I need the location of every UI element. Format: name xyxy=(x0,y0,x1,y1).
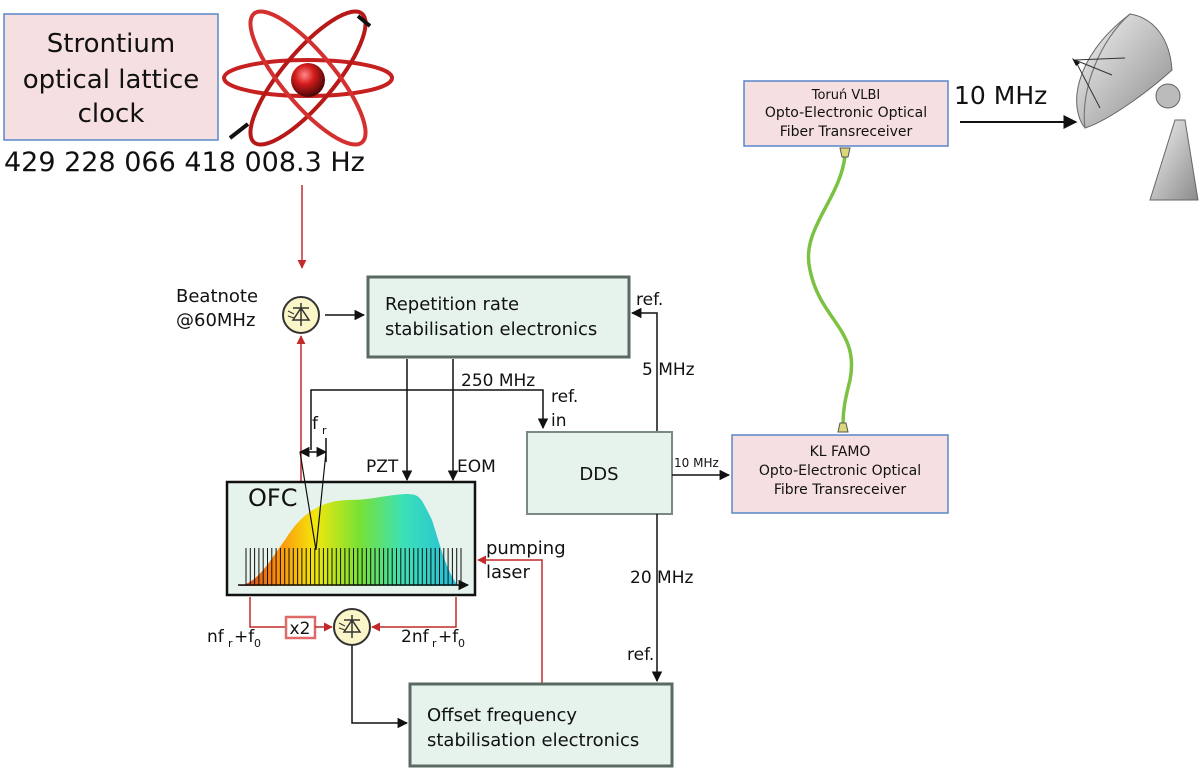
nfr-f0-label: nf r +f 0 xyxy=(207,627,261,650)
x2-doubler-box: x2 xyxy=(284,615,317,640)
ten-mhz-big-label: 10 MHz xyxy=(954,81,1047,110)
clock-frequency: 429 228 066 418 008.3 Hz xyxy=(4,147,365,178)
x2-label: x2 xyxy=(290,619,311,639)
dds-label: DDS xyxy=(579,464,618,485)
reprate-stabilisation-box: Repetition rate stabilisation electronic… xyxy=(366,275,631,359)
fiber-connector-bottom-icon xyxy=(837,422,849,433)
svg-text:2nf: 2nf xyxy=(401,627,430,647)
famo-label-line1: KL FAMO xyxy=(810,444,871,460)
laser-label: laser xyxy=(486,562,530,583)
torun-label-line3: Fiber Transreceiver xyxy=(780,124,913,140)
twenty-mhz-label: 20 MHz xyxy=(630,568,693,588)
torun-transreceiver-box: Toruń VLBI Opto-Electronic Optical Fiber… xyxy=(743,80,949,147)
pumping-laser-wire xyxy=(477,555,543,684)
reprate-label-line1: Repetition rate xyxy=(385,294,519,315)
clock-title-line3: clock xyxy=(78,99,145,129)
detector-to-offset-wire xyxy=(351,646,409,729)
two-nfr-path xyxy=(371,597,457,632)
radio-telescope-icon xyxy=(1072,13,1199,201)
offset-label-line1: Offset frequency xyxy=(427,705,577,726)
dds-to-reprate-wire xyxy=(630,307,658,432)
optical-fiber-link xyxy=(806,147,854,433)
clock-title-line1: Strontium xyxy=(47,29,175,59)
ten-mhz-small-label: 10 MHz xyxy=(674,456,719,470)
eom-label: EOM xyxy=(457,457,496,477)
nfr-path xyxy=(249,597,285,628)
famo-transreceiver-box: KL FAMO Opto-Electronic Optical Fibre Tr… xyxy=(731,434,949,514)
reprate-label-line2: stabilisation electronics xyxy=(385,319,597,340)
two-nfr-f0-label: 2nf r +f 0 xyxy=(401,627,465,650)
beatnote-photodetector-icon xyxy=(282,296,320,334)
dds-box: DDS xyxy=(526,431,673,515)
fr-subscript: r xyxy=(322,424,327,437)
pumping-label: pumping xyxy=(486,538,566,559)
offset-stabilisation-box: Offset frequency stabilisation electroni… xyxy=(408,682,674,768)
two-fifty-mhz-label: 250 MHz xyxy=(461,371,535,391)
fiber-connector-top-icon xyxy=(839,147,851,158)
offset-photodetector-icon xyxy=(333,608,371,646)
ofc-label: OFC xyxy=(248,484,297,512)
torun-label-line1: Toruń VLBI xyxy=(811,88,881,103)
pzt-label: PZT xyxy=(366,457,399,477)
two-fifty-mhz-wire xyxy=(310,389,549,450)
famo-label-line2: Opto-Electronic Optical xyxy=(759,463,921,479)
fr-label: f xyxy=(312,414,319,434)
svg-text:0: 0 xyxy=(458,637,465,650)
five-mhz-label: 5 MHz xyxy=(642,360,695,380)
ofc-comb-lines xyxy=(245,548,462,585)
ref-bottom-label: ref. xyxy=(627,645,654,665)
svg-text:+f: +f xyxy=(438,627,459,647)
svg-text:r: r xyxy=(432,637,437,650)
atom-icon xyxy=(222,9,394,147)
svg-text:+f: +f xyxy=(234,627,255,647)
svg-text:r: r xyxy=(228,637,233,650)
svg-text:0: 0 xyxy=(254,637,261,650)
ref-in-label-line1: ref. xyxy=(551,387,578,407)
beatnote-label-line1: Beatnote xyxy=(176,286,258,307)
famo-label-line3: Fibre Transreceiver xyxy=(774,482,906,498)
ofc-box: OFC xyxy=(225,451,477,597)
clock-title-line2: optical lattice xyxy=(23,65,200,95)
svg-text:nf: nf xyxy=(207,627,225,647)
ref-top-label: ref. xyxy=(636,290,663,310)
strontium-clock-box: Strontium optical lattice clock xyxy=(3,13,219,141)
offset-label-line2: stabilisation electronics xyxy=(427,730,639,751)
fr-marker: f r xyxy=(298,414,328,462)
ref-in-label-line2: in xyxy=(551,411,567,431)
torun-label-line2: Opto-Electronic Optical xyxy=(765,105,927,121)
beatnote-label-line2: @60MHz xyxy=(176,310,255,331)
